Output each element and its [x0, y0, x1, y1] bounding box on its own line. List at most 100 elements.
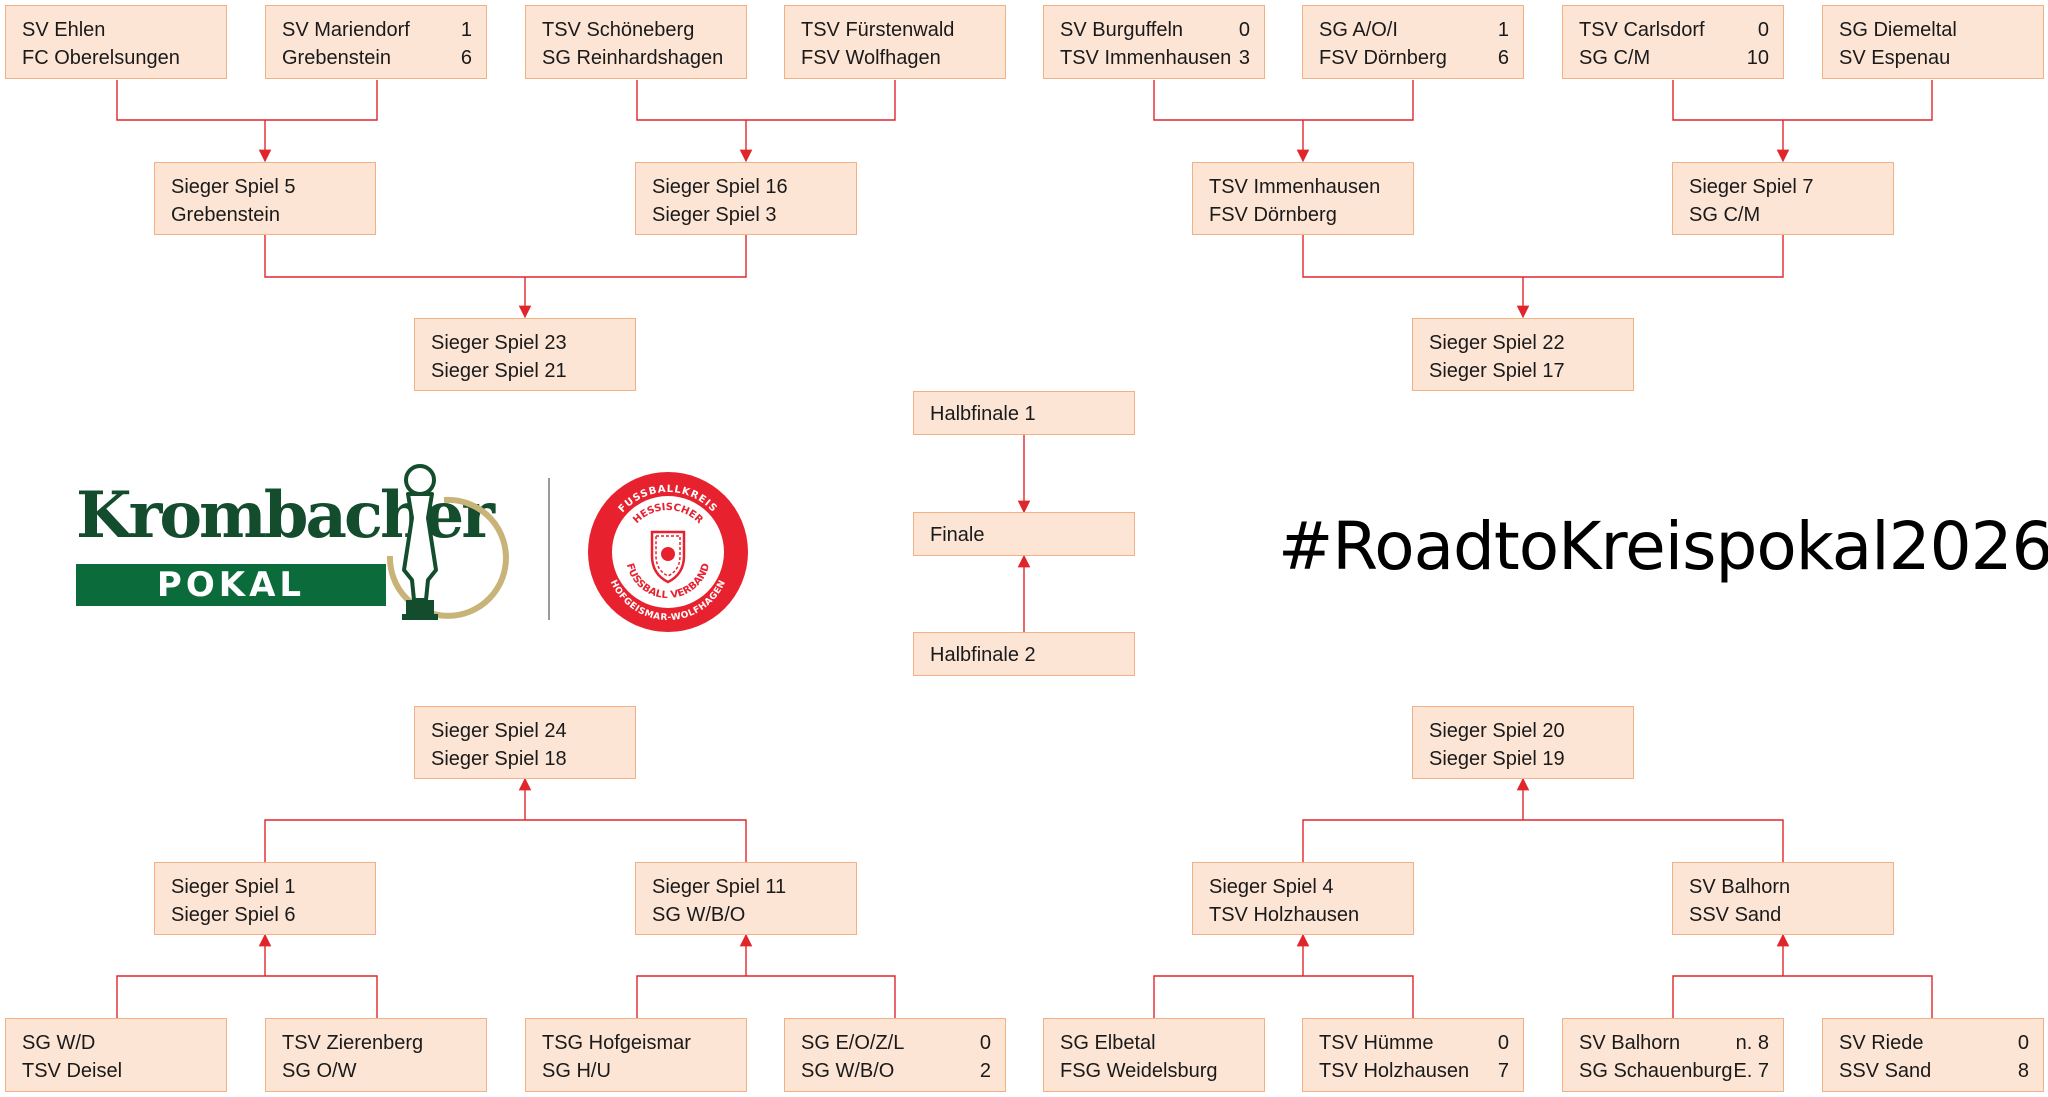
match-line: SG Reinhardshagen — [542, 44, 732, 72]
match-box-r1-d: TSV Fürstenwald FSV Wolfhagen — [784, 5, 1006, 79]
match-line: TSV Zierenberg — [282, 1029, 472, 1057]
match-box-r3-a: Sieger Spiel 23 Sieger Spiel 21 — [414, 318, 636, 391]
match-line: Sieger Spiel 18 — [431, 745, 621, 773]
match-box-r1-h: SG Diemeltal SV Espenau — [1822, 5, 2044, 79]
match-line: FSV Dörnberg — [1209, 201, 1399, 229]
match-line: FSV Wolfhagen — [801, 44, 991, 72]
team-name: TSV Holzhausen — [1209, 904, 1360, 926]
match-box-r2-b: Sieger Spiel 16 Sieger Spiel 3 — [635, 162, 857, 235]
match-line: TSV Deisel — [22, 1057, 212, 1085]
match-box-r1-k: TSG Hofgeismar SG H/U — [525, 1018, 747, 1092]
team-name: TSV Schöneberg — [542, 19, 695, 41]
match-box-r1-m: SG Elbetal FSG Weidelsburg — [1043, 1018, 1265, 1092]
match-line: Sieger Spiel 6 — [171, 901, 361, 929]
final-box: Finale — [913, 512, 1135, 556]
team-name: Sieger Spiel 19 — [1429, 748, 1565, 770]
hfv-association-seal-icon: FUSSBALLKREIS HOFGEISMAR-WOLFHAGEN HESSI… — [588, 472, 748, 632]
team-name: FSV Wolfhagen — [801, 47, 941, 69]
team-name: SV Ehlen — [22, 19, 106, 41]
match-line: Sieger Spiel 4 — [1209, 873, 1399, 901]
match-box-r3-b: Sieger Spiel 22 Sieger Spiel 17 — [1412, 318, 1634, 391]
score: 7 — [1497, 1060, 1509, 1082]
score: 0 — [1497, 1032, 1509, 1054]
team-name: Sieger Spiel 3 — [652, 204, 777, 226]
match-line: Grebenstein — [171, 201, 361, 229]
match-box-r2-c: TSV Immenhausen FSV Dörnberg — [1192, 162, 1414, 235]
match-box-r1-j: TSV Zierenberg SG O/W — [265, 1018, 487, 1092]
match-box-r1-c: TSV Schöneberg SG Reinhardshagen — [525, 5, 747, 79]
team-name: Grebenstein — [171, 204, 280, 226]
match-line: SG Diemeltal — [1839, 16, 2029, 44]
team-name: FSV Dörnberg — [1209, 204, 1337, 226]
team-name: Sieger Spiel 23 — [431, 332, 567, 354]
match-line: Sieger Spiel 16 — [652, 173, 842, 201]
score: 0 — [1238, 19, 1250, 41]
semifinal-2-box: Halbfinale 2 — [913, 632, 1135, 676]
match-box-r2-a: Sieger Spiel 5 Grebenstein — [154, 162, 376, 235]
team-name: TSV Hümme — [1319, 1032, 1434, 1054]
match-line: Sieger Spiel 1 — [171, 873, 361, 901]
score: 0 — [2017, 1032, 2029, 1054]
logo-divider — [548, 478, 550, 620]
team-name: Sieger Spiel 20 — [1429, 720, 1565, 742]
team-name: Sieger Spiel 21 — [431, 360, 567, 382]
team-name: SG A/O/I — [1319, 19, 1398, 41]
team-name: SV Espenau — [1839, 47, 1951, 69]
team-name: SSV Sand — [1689, 904, 1782, 926]
score: 0 — [1757, 19, 1769, 41]
krombacher-pokal-logo: Krombacher POKAL — [74, 460, 514, 640]
match-line: SV Balhorn — [1689, 873, 1879, 901]
match-line: SG C/M — [1689, 201, 1879, 229]
team-name: SG Diemeltal — [1839, 19, 1957, 41]
team-name: TSV Zierenberg — [282, 1032, 424, 1054]
match-line: TSV Immenhausen — [1209, 173, 1399, 201]
team-name: Sieger Spiel 7 — [1689, 176, 1814, 198]
team-name: SG W/B/O — [652, 904, 746, 926]
team-name: Sieger Spiel 22 — [1429, 332, 1565, 354]
match-box-r2-e: Sieger Spiel 1 Sieger Spiel 6 — [154, 862, 376, 935]
match-line: TSV Hümme 0 — [1319, 1029, 1509, 1057]
team-name: SSV Sand — [1839, 1060, 1932, 1082]
team-name: Finale — [930, 524, 985, 546]
match-line: Sieger Spiel 23 — [431, 329, 621, 357]
match-line: FC Oberelsungen — [22, 44, 212, 72]
team-name: SV Burguffeln — [1060, 19, 1184, 41]
hashtag-title: #RoadtoKreispokal2026 — [1278, 508, 2048, 585]
match-box-r3-d: Sieger Spiel 20 Sieger Spiel 19 — [1412, 706, 1634, 779]
team-name: Halbfinale 1 — [930, 403, 1036, 425]
match-line: TSG Hofgeismar — [542, 1029, 732, 1057]
logo-green-band — [76, 564, 386, 606]
match-line: Sieger Spiel 24 — [431, 717, 621, 745]
match-line: TSV Fürstenwald — [801, 16, 991, 44]
team-name: SG C/M — [1579, 47, 1651, 69]
match-line: Halbfinale 1 — [930, 400, 1120, 428]
match-line: SG Elbetal — [1060, 1029, 1250, 1057]
match-box-r3-c: Sieger Spiel 24 Sieger Spiel 18 — [414, 706, 636, 779]
team-name: Sieger Spiel 16 — [652, 176, 788, 198]
team-name: Sieger Spiel 11 — [652, 876, 787, 898]
score: 1 — [460, 19, 472, 41]
match-box-r1-a: SV Ehlen FC Oberelsungen — [5, 5, 227, 79]
match-line: TSV Schöneberg — [542, 16, 732, 44]
score: 6 — [1497, 47, 1509, 69]
team-name: Sieger Spiel 1 — [171, 876, 296, 898]
team-name: SV Balhorn — [1689, 876, 1791, 898]
team-name: SG E/O/Z/L — [801, 1032, 905, 1054]
